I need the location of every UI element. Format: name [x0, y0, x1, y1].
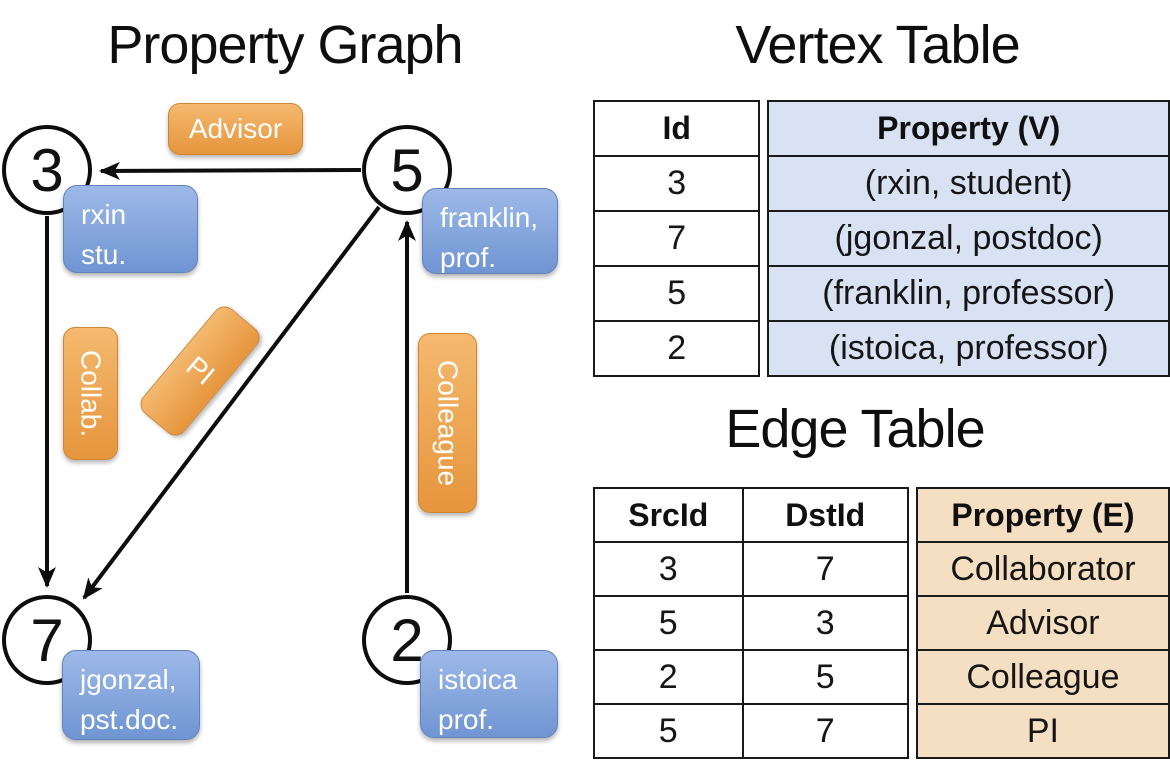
edge-label-collab: Collab. [63, 327, 118, 460]
vertex-property-box-3: rxin stu. [63, 185, 198, 273]
vertex-property-box-2: istoica prof. [420, 650, 558, 738]
edge-table-cell-property: Collaborator [915, 541, 1170, 597]
vertex-id-label: 5 [390, 136, 424, 204]
vertex-table-cell-id: 2 [592, 320, 761, 377]
vertex-table-cell-property: (rxin, student) [767, 155, 1170, 212]
vertex-table-header-property: Property (V) [767, 100, 1170, 157]
vertex-table-id-block: Id 3 7 5 2 [592, 100, 761, 377]
edge-label-colleague: Colleague [418, 333, 477, 513]
vertex-property-line: istoica [438, 664, 518, 695]
edge-table-cell-dstid: 3 [741, 595, 909, 651]
vertex-table-title: Vertex Table [735, 15, 1020, 75]
vertex-property-box-7: jgonzal, pst.doc. [62, 650, 200, 740]
edge-table-cell-srcid: 2 [593, 649, 744, 705]
vertex-id-label: 7 [30, 606, 64, 674]
vertex-table-cell-property: (istoica, professor) [767, 320, 1170, 377]
edge-table-cell-dstid: 7 [741, 541, 909, 597]
vertex-id-label: 2 [390, 606, 424, 674]
vertex-property-line: franklin, [440, 202, 539, 233]
edge-label-text: Collab. [75, 349, 107, 438]
edge-table-cell-property: Colleague [915, 649, 1170, 705]
vertex-table-cell-property: (jgonzal, postdoc) [767, 210, 1170, 267]
edge-table-header-srcid: SrcId [593, 487, 744, 543]
vertex-node-5: 5 [362, 125, 452, 215]
vertex-table-property-block: Property (V) (rxin, student) (jgonzal, p… [767, 100, 1170, 377]
edge-table-cell-property: PI [915, 703, 1170, 759]
vertex-table-cell-id: 3 [592, 155, 761, 212]
edge-table-ids-block: SrcId DstId 3 7 5 3 2 5 5 7 [593, 487, 909, 759]
vertex-property-line: jgonzal, [80, 664, 177, 695]
edge-label-pi: PI [135, 301, 265, 441]
property-graph-title: Property Graph [107, 15, 463, 75]
vertex-table: Id 3 7 5 2 Property (V) (rxin, student) … [592, 100, 1170, 377]
edge-table-property-block: Property (E) Collaborator Advisor Collea… [915, 487, 1170, 759]
edge-table-cell-srcid: 3 [593, 541, 744, 597]
vertex-property-box-5: franklin, prof. [422, 188, 558, 274]
vertex-table-cell-id: 7 [592, 210, 761, 267]
edge-table-cell-dstid: 7 [741, 703, 909, 759]
edge-label-text: Advisor [188, 113, 283, 144]
edge-label-text: Colleague [432, 359, 464, 487]
vertex-property-line: prof. [438, 703, 495, 735]
edge-table-cell-property: Advisor [915, 595, 1170, 651]
vertex-id-label: 3 [30, 136, 64, 204]
vertex-property-line: pst.doc. [80, 703, 179, 735]
vertex-table-header-id: Id [592, 100, 761, 157]
edge-table-header-dstid: DstId [741, 487, 909, 543]
edge-advisor-line-5-to-3 [99, 161, 362, 180]
edge-label-advisor: Advisor [168, 103, 303, 155]
vertex-table-cell-id: 5 [592, 265, 761, 322]
edge-table-cell-srcid: 5 [593, 595, 744, 651]
vertex-property-line: stu. [81, 238, 127, 270]
edge-table-cell-srcid: 5 [593, 703, 744, 759]
vertex-node-3: 3 [2, 125, 92, 215]
edge-table: SrcId DstId 3 7 5 3 2 5 5 7 Property (E) [593, 487, 1170, 759]
vertex-property-line: prof. [440, 241, 497, 273]
edge-label-text: PI [180, 350, 221, 391]
edge-table-header-property: Property (E) [915, 487, 1170, 543]
vertex-property-line: rxin [81, 199, 127, 230]
vertex-table-cell-property: (franklin, professor) [767, 265, 1170, 322]
edge-table-cell-dstid: 5 [741, 649, 909, 705]
edge-table-title: Edge Table [725, 399, 985, 459]
